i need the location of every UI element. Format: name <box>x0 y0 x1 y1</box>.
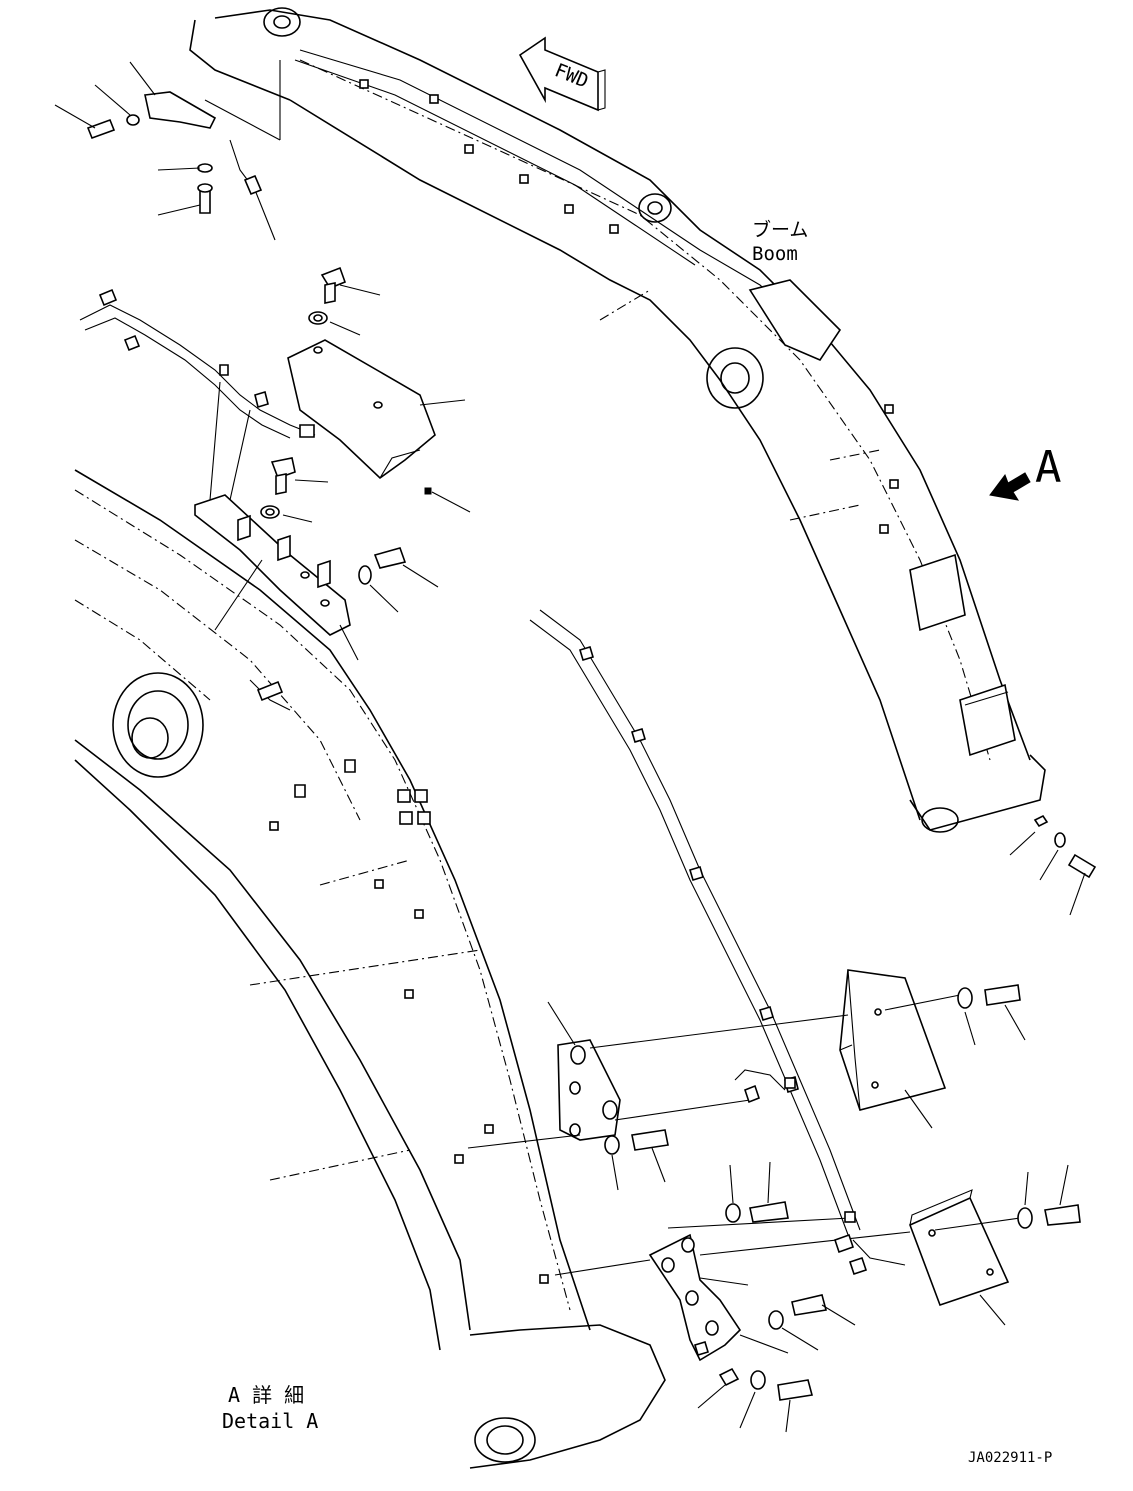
boom-label-jp: ブーム <box>752 218 808 241</box>
top-left-bracket-assembly <box>54 60 281 241</box>
detail-a-boom <box>74 469 861 1469</box>
arrow-down-left-icon <box>989 472 1031 501</box>
detail-label-jp: A 詳 細 <box>228 1383 304 1407</box>
detail-a-exploded <box>467 969 1081 1433</box>
hose-clamps <box>359 79 899 534</box>
middle-left-assembly <box>79 266 471 661</box>
drawing-number: JA022911-P <box>968 1450 1052 1466</box>
boom-label-en: Boom <box>752 243 798 265</box>
view-a-marker: A <box>1035 442 1062 493</box>
fwd-arrow-icon <box>518 36 606 112</box>
detail-label-en: Detail A <box>222 1409 318 1433</box>
boom-overview <box>189 7 1097 916</box>
